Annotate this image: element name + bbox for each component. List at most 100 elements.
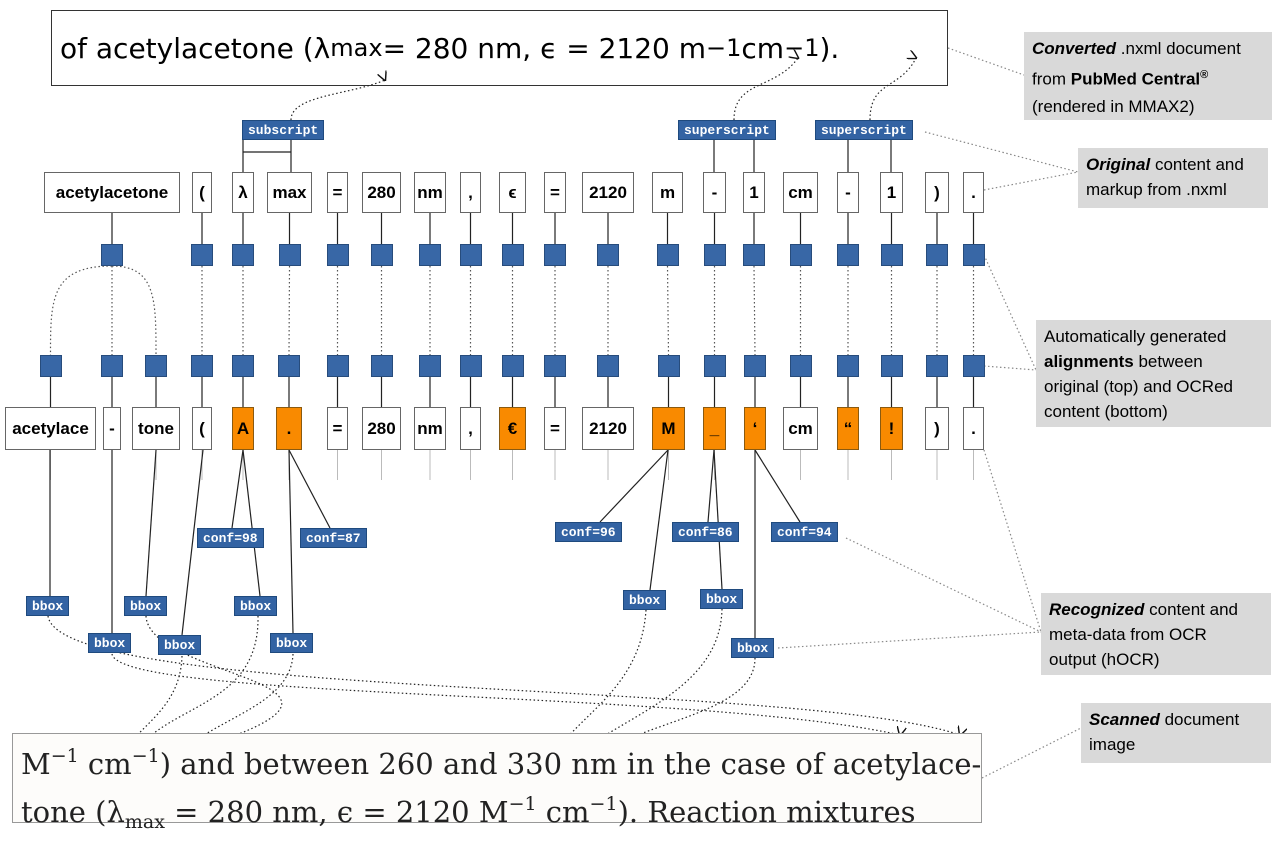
original-token: , xyxy=(460,172,481,213)
original-alignment-node[interactable] xyxy=(880,244,903,266)
original-alignment-node[interactable] xyxy=(837,244,859,266)
callout-leader xyxy=(981,727,1082,779)
original-alignment-node[interactable] xyxy=(326,244,349,266)
original-alignment-node[interactable] xyxy=(419,244,441,266)
top-text-mid: = 280 nm, ϵ = 2120 m xyxy=(382,31,707,65)
original-alignment-node[interactable] xyxy=(656,244,679,266)
callout-leader xyxy=(983,254,1037,371)
callout-text: from xyxy=(1032,69,1071,89)
ocr-alignment-node[interactable] xyxy=(326,355,349,377)
callout-leader xyxy=(777,631,1042,649)
callout-alignments: Automatically generated alignments betwe… xyxy=(1036,320,1271,427)
scan-text: ). Reaction mixtures xyxy=(617,795,916,829)
original-alignment-node[interactable] xyxy=(191,244,213,266)
top-text-post: ). xyxy=(819,31,840,65)
original-alignment-node[interactable] xyxy=(278,244,301,266)
callout-converted: Converted .nxml document from PubMed Cen… xyxy=(1024,32,1272,120)
ocr-alignment-node[interactable] xyxy=(657,355,680,377)
original-token: - xyxy=(703,172,726,213)
connector-line xyxy=(288,449,331,529)
original-token: = xyxy=(544,172,566,213)
ocr-alignment-node[interactable] xyxy=(837,355,859,377)
ocr-alignment-node[interactable] xyxy=(703,355,726,377)
ocr-token: ‘ xyxy=(744,407,766,450)
original-alignment-node[interactable] xyxy=(789,244,812,266)
bbox-link xyxy=(60,615,283,785)
original-alignment-node[interactable] xyxy=(743,244,765,266)
original-alignment-node[interactable] xyxy=(597,244,619,266)
callout-emphasis: Converted xyxy=(1032,39,1117,58)
bbox-link xyxy=(47,615,960,735)
scan-text: = 280 nm, ϵ = 2120 M xyxy=(164,795,509,829)
callout-scanned: Scanned document image xyxy=(1081,703,1271,763)
connector-line xyxy=(649,449,669,591)
callout-leader xyxy=(947,47,1025,76)
bbox-label: bbox xyxy=(88,633,132,653)
original-token: = xyxy=(327,172,348,213)
ocr-alignment-node[interactable] xyxy=(191,355,213,377)
ocr-token: = xyxy=(544,407,566,450)
ocr-token: 2120 xyxy=(582,407,634,450)
ocr-alignment-node[interactable] xyxy=(278,355,300,377)
ocr-alignment-node[interactable] xyxy=(232,355,254,377)
original-alignment-node[interactable] xyxy=(459,244,482,266)
ocr-alignment-node[interactable] xyxy=(544,355,566,377)
ocr-alignment-node[interactable] xyxy=(744,355,766,377)
bbox-link xyxy=(111,653,900,735)
original-alignment-node[interactable] xyxy=(544,244,566,266)
ocr-alignment-node[interactable] xyxy=(880,355,903,377)
ocr-token: . xyxy=(276,407,302,450)
original-alignment-node[interactable] xyxy=(703,244,726,266)
conf-label-underscore: conf=86 xyxy=(672,522,739,542)
ocr-token: A xyxy=(232,407,254,450)
bbox-label: bbox xyxy=(731,638,775,658)
ocr-token: “ xyxy=(837,407,859,450)
ocr-token: € xyxy=(499,407,526,450)
ocr-alignment-node[interactable] xyxy=(39,355,62,377)
superscript-label-2: superscript xyxy=(815,120,913,140)
callout-leader xyxy=(924,131,1079,173)
alignment-line xyxy=(111,265,157,356)
ocr-alignment-node[interactable] xyxy=(370,355,393,377)
callout-text: content and xyxy=(1144,600,1238,619)
callout-text: content (bottom) xyxy=(1044,402,1168,421)
original-alignment-node[interactable] xyxy=(962,244,985,266)
original-token: 1 xyxy=(743,172,765,213)
ocr-alignment-node[interactable] xyxy=(101,355,123,377)
ocr-alignment-node[interactable] xyxy=(926,355,948,377)
ocr-alignment-node[interactable] xyxy=(145,355,167,377)
scan-text: M xyxy=(21,747,51,781)
original-alignment-node[interactable] xyxy=(370,244,393,266)
connector-line xyxy=(707,449,715,523)
ocr-alignment-node[interactable] xyxy=(789,355,812,377)
scan-line-2: tone (λmax = 280 nm, ϵ = 2120 M−1 cm−1).… xyxy=(21,784,981,842)
callout-text: image xyxy=(1089,735,1136,754)
bbox-label: bbox xyxy=(124,596,168,616)
callout-text: .nxml document xyxy=(1116,39,1241,58)
original-alignment-node[interactable] xyxy=(101,244,123,266)
ocr-token: cm xyxy=(783,407,818,450)
ocr-alignment-node[interactable] xyxy=(419,355,441,377)
original-alignment-node[interactable] xyxy=(232,244,254,266)
ocr-alignment-node[interactable] xyxy=(597,355,619,377)
original-alignment-node[interactable] xyxy=(926,244,948,266)
ocr-alignment-node[interactable] xyxy=(459,355,482,377)
callout-text: (rendered in MMAX2) xyxy=(1032,96,1195,116)
original-alignment-node[interactable] xyxy=(501,244,524,266)
ocr-alignment-node[interactable] xyxy=(501,355,524,377)
ocr-token: ! xyxy=(880,407,903,450)
scan-text: −1 xyxy=(131,745,160,767)
top-text-superscript-1: −1 xyxy=(706,34,742,62)
ocr-token: ) xyxy=(925,407,949,450)
ocr-token: - xyxy=(103,407,121,450)
original-token: λ xyxy=(232,172,254,213)
scan-text: cm xyxy=(536,795,590,829)
bbox-link xyxy=(110,655,183,780)
ocr-alignment-node[interactable] xyxy=(962,355,985,377)
ocr-token: acetylace xyxy=(5,407,96,450)
scanned-document-image: M−1 cm−1) and between 260 and 330 nm in … xyxy=(12,733,982,833)
bbox-label: bbox xyxy=(623,590,667,610)
alignment-line xyxy=(666,265,670,356)
